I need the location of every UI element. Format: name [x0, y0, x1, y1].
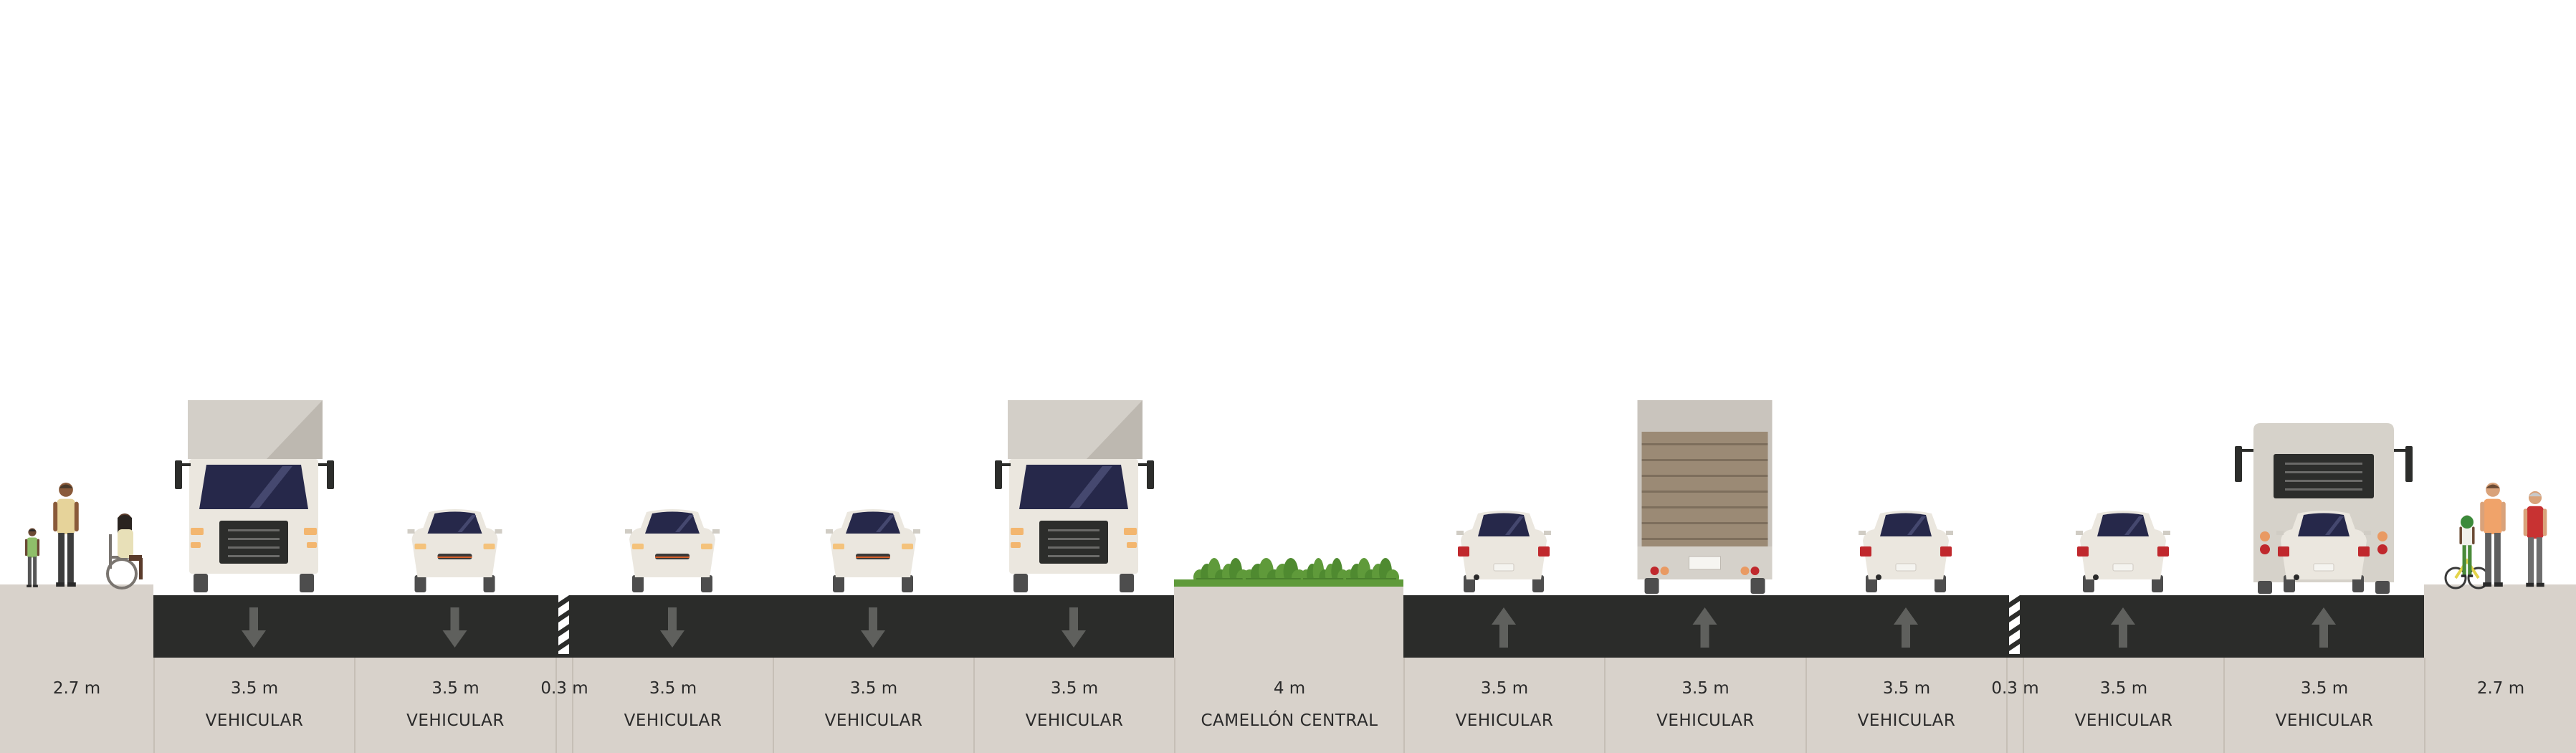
- arrow-up-icon: [1692, 607, 1717, 648]
- lane-divider-posts-icon: [2009, 594, 2020, 654]
- segment-label-5: 3.5 m VEHICULAR: [572, 658, 773, 753]
- segment-width-label: 3.5 m: [649, 679, 697, 698]
- segment-width-label: 3.5 m: [1681, 679, 1730, 698]
- segment-label-1: 2.7 m: [0, 658, 153, 753]
- segment-width-label: 0.3 m: [540, 679, 588, 698]
- segment-width-label: 3.5 m: [230, 679, 279, 698]
- segment-6-lane: [773, 509, 973, 658]
- segment-width-label: 4 m: [1273, 679, 1306, 698]
- segment-4-divider: [555, 594, 572, 658]
- car-icon: [826, 509, 920, 592]
- segment-15-sidewalk: [2424, 482, 2576, 753]
- segment-type-label: VEHICULAR: [205, 711, 304, 730]
- arrow-up-icon: [2312, 607, 2336, 648]
- segment-2-lane: [153, 400, 354, 658]
- segment-label-10: 3.5 m VEHICULAR: [1604, 658, 1805, 753]
- segment-10-lane: [1604, 400, 1805, 658]
- segment-3-lane: [354, 509, 555, 658]
- segment-width-label: 0.3 m: [1991, 679, 2039, 698]
- arrow-down-icon: [1062, 607, 1086, 648]
- sidewalk-surface: [0, 584, 153, 753]
- segment-label-13: 3.5 m VEHICULAR: [2023, 658, 2223, 753]
- segment-type-label: VEHICULAR: [824, 711, 923, 730]
- car-icon: [407, 509, 502, 592]
- segment-label-6: 3.5 m VEHICULAR: [773, 658, 973, 753]
- car-icon: [2076, 511, 2170, 592]
- segment-13-lane: [2023, 511, 2223, 658]
- segment-14-lane: [2223, 423, 2424, 658]
- median-surface: [1174, 587, 1403, 753]
- segment-width-label: 3.5 m: [2300, 679, 2349, 698]
- segment-type-label: VEHICULAR: [624, 711, 722, 730]
- segment-9-lane: [1403, 511, 1604, 658]
- segment-label-9: 3.5 m VEHICULAR: [1403, 658, 1604, 753]
- segment-11-lane: [1805, 511, 2006, 658]
- arrow-up-icon: [1894, 607, 1918, 648]
- segment-type-label: VEHICULAR: [2074, 711, 2173, 730]
- segment-width-label: 3.5 m: [1882, 679, 1931, 698]
- pedestrians-icon: [24, 482, 143, 589]
- segment-8-median: [1174, 558, 1403, 753]
- segment-type-label: VEHICULAR: [1656, 711, 1755, 730]
- segment-width-label: 3.5 m: [431, 679, 480, 698]
- segment-label-14: 3.5 m VEHICULAR: [2223, 658, 2424, 753]
- segment-type-label: VEHICULAR: [1025, 711, 1124, 730]
- segment-label-8: 4 m CAMELLÓN CENTRAL: [1174, 658, 1403, 753]
- segment-label-3: 3.5 m VEHICULAR: [354, 658, 555, 753]
- segment-label-12: 0.3 m: [1991, 658, 2039, 753]
- segment-label-4: 0.3 m: [540, 658, 588, 753]
- arrow-up-icon: [1492, 607, 1516, 648]
- segment-width-label: 3.5 m: [1050, 679, 1099, 698]
- bus-icon: [2235, 423, 2413, 594]
- segment-12-divider: [2006, 594, 2023, 658]
- lane-divider-posts-icon: [558, 594, 569, 654]
- segment-7-lane: [973, 400, 1174, 658]
- segment-width-label: 2.7 m: [52, 679, 101, 698]
- arrow-down-icon: [861, 607, 885, 648]
- segment-width-label: 3.5 m: [849, 679, 898, 698]
- arrow-up-icon: [2111, 607, 2135, 648]
- arrow-down-icon: [242, 607, 266, 648]
- segment-label-11: 3.5 m VEHICULAR: [1805, 658, 2006, 753]
- segment-1-sidewalk: [0, 482, 153, 753]
- segment-type-label: VEHICULAR: [406, 711, 505, 730]
- segment-5-lane: [572, 509, 773, 658]
- segment-type-label: VEHICULAR: [1455, 711, 1554, 730]
- pedestrians-icon: [2444, 482, 2547, 589]
- segment-label-7: 3.5 m VEHICULAR: [973, 658, 1174, 753]
- car-icon: [625, 509, 720, 592]
- truck-icon: [175, 400, 334, 592]
- shrubs-icon: [1174, 558, 1403, 587]
- segment-type-label: VEHICULAR: [1857, 711, 1956, 730]
- car-icon: [1456, 511, 1551, 592]
- segment-width-label: 2.7 m: [2476, 679, 2525, 698]
- segment-type-label: CAMELLÓN CENTRAL: [1201, 711, 1378, 730]
- truck-icon: [995, 400, 1154, 592]
- sidewalk-surface: [2424, 584, 2576, 753]
- segment-label-15: 2.7 m: [2424, 658, 2576, 753]
- truck-icon: [1637, 400, 1773, 594]
- segment-label-2: 3.5 m VEHICULAR: [153, 658, 354, 753]
- segment-width-label: 3.5 m: [2099, 679, 2148, 698]
- segment-type-label: VEHICULAR: [2275, 711, 2374, 730]
- arrow-down-icon: [442, 607, 467, 648]
- arrow-down-icon: [660, 607, 684, 648]
- segment-width-label: 3.5 m: [1480, 679, 1529, 698]
- car-icon: [1859, 511, 1953, 592]
